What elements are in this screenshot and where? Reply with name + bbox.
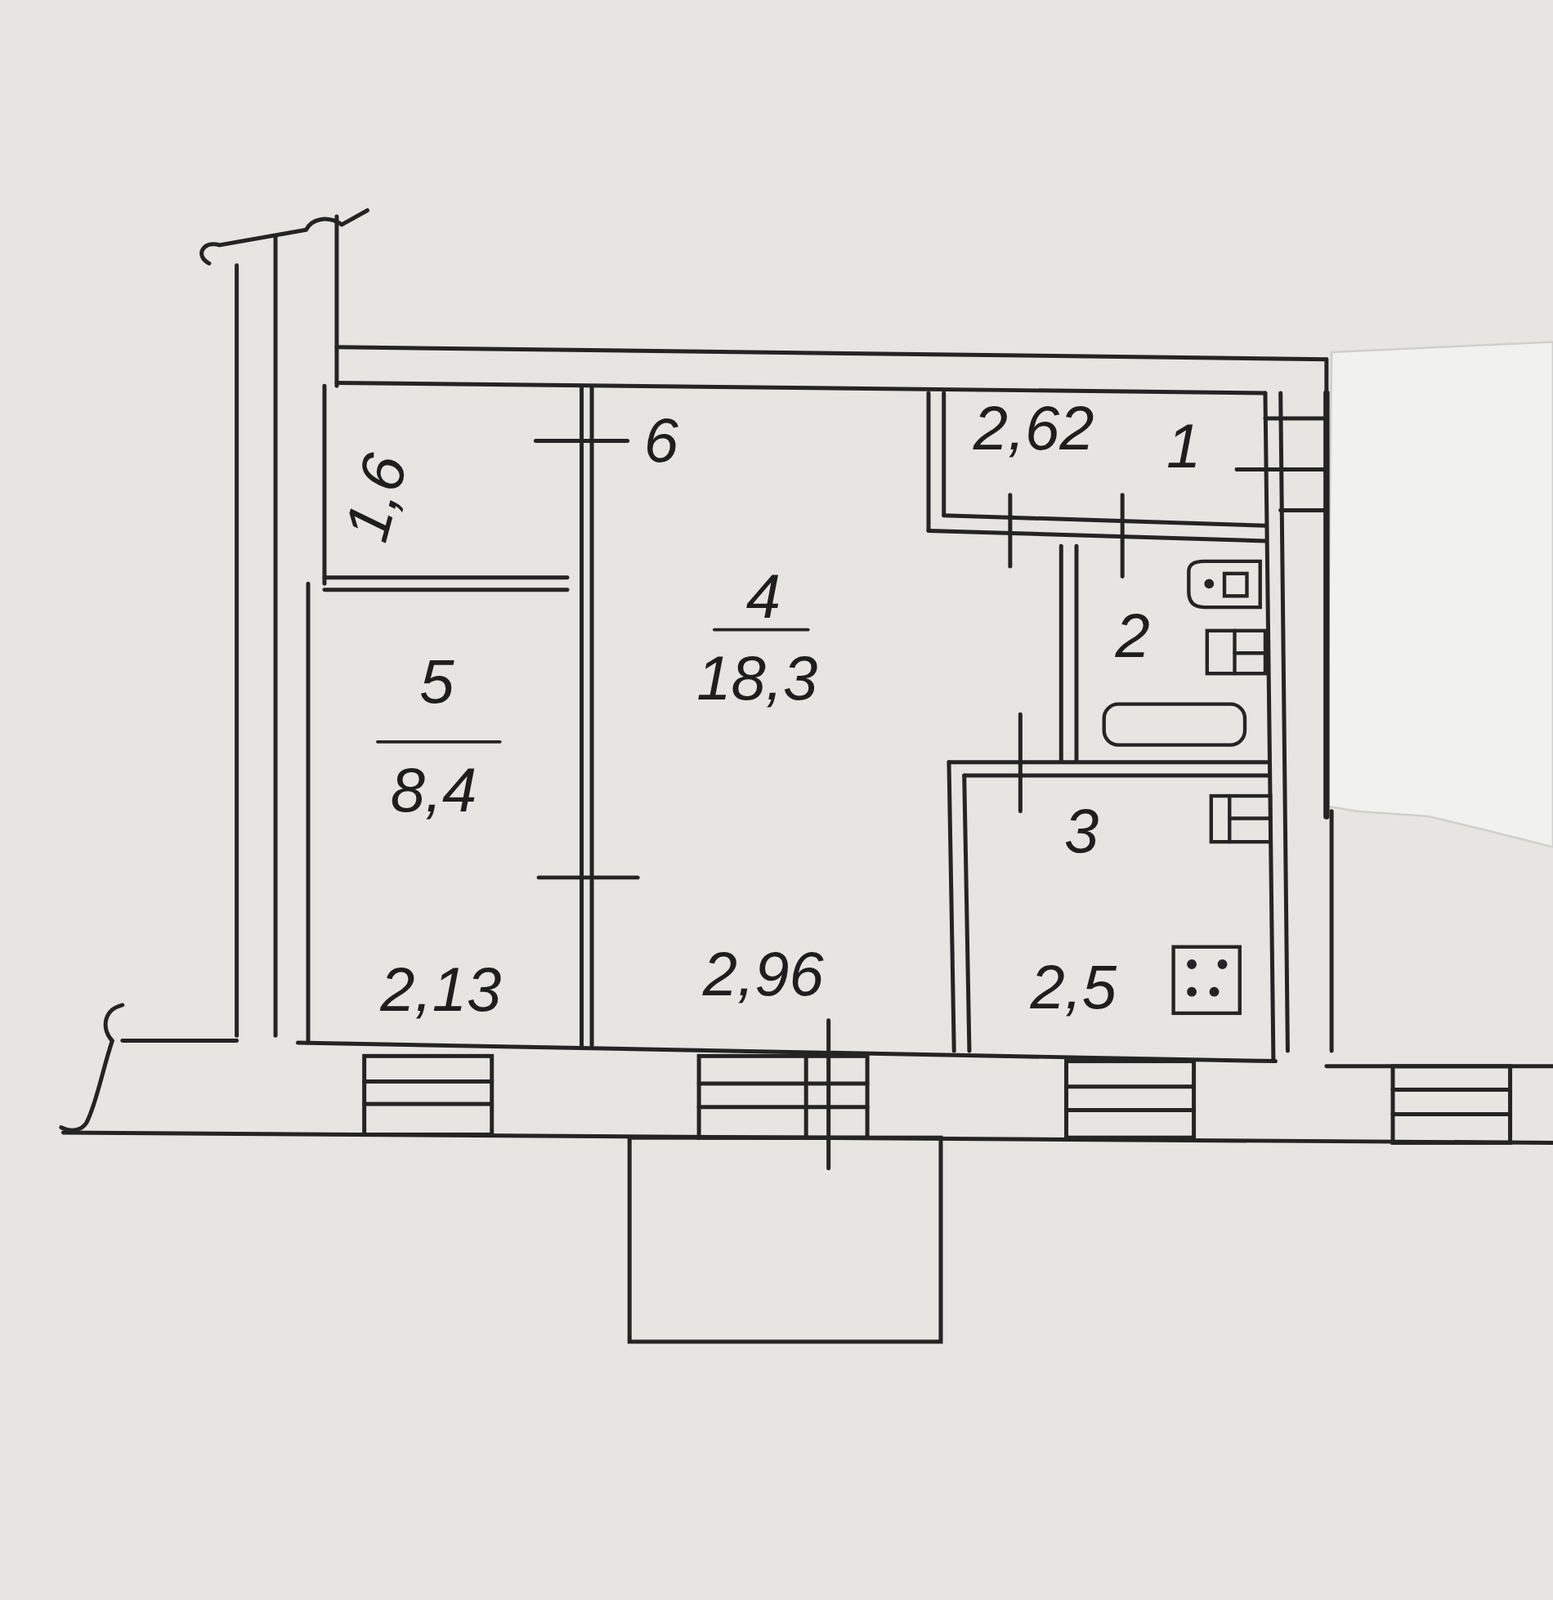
room-label: 5 <box>416 648 457 715</box>
sanitary-fixture <box>1104 561 1271 1014</box>
room-label: 2,96 <box>699 941 828 1007</box>
room-label: 2 <box>1112 603 1154 669</box>
room-label: 1 <box>1163 413 1204 479</box>
room-label: 3 <box>1060 798 1102 864</box>
torn-paper <box>1326 341 1553 847</box>
break-mark <box>61 1005 123 1131</box>
room-label: 1,6 <box>331 444 420 551</box>
room-label: 2,62 <box>970 395 1098 461</box>
window <box>364 1056 1511 1143</box>
room-label: 6 <box>640 407 682 474</box>
room-label: 2,5 <box>1026 954 1120 1021</box>
break-mark <box>201 210 368 264</box>
room-label: 8,4 <box>387 757 481 824</box>
room-label: 18,3 <box>693 645 821 712</box>
balcony <box>629 1137 941 1343</box>
room-label: 4 <box>742 563 784 630</box>
room-label: 2,13 <box>376 957 505 1023</box>
